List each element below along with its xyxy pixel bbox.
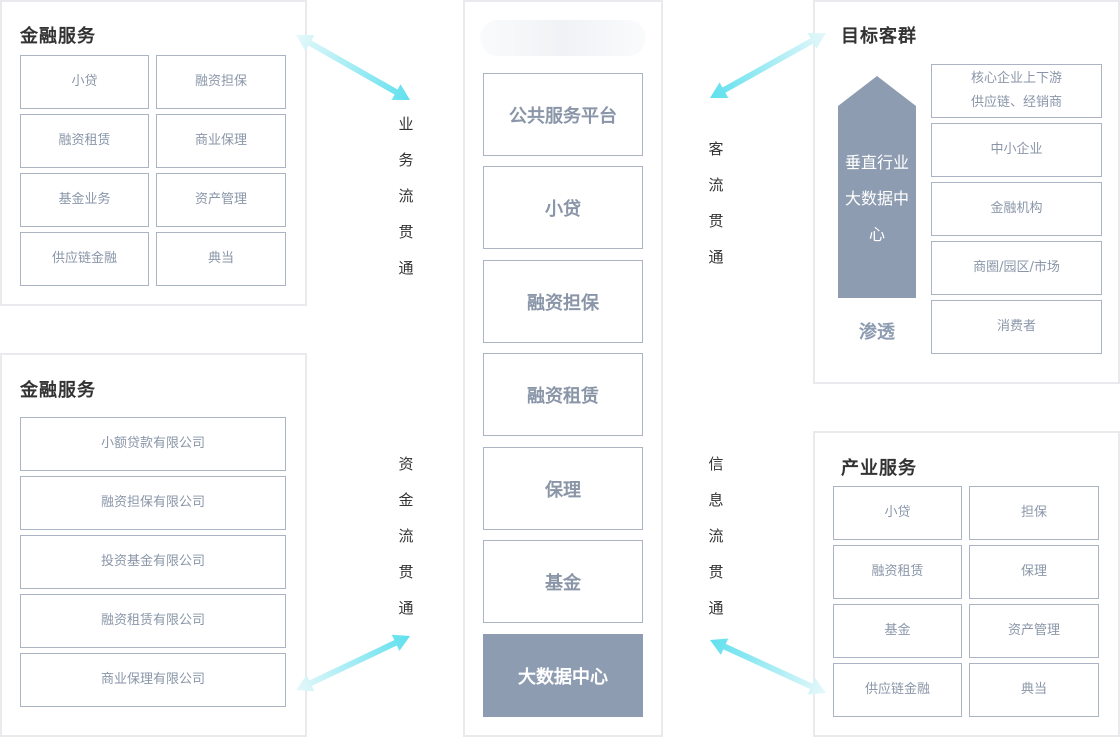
center-item: 融资租赁 <box>483 353 643 436</box>
center-item: 小贷 <box>483 166 643 249</box>
top-decoration <box>480 20 646 56</box>
center-item: 基金 <box>483 540 643 623</box>
target-customers-title: 目标客群 <box>841 26 917 47</box>
tower-shape <box>838 76 916 298</box>
industry-item: 典当 <box>969 663 1099 717</box>
info-flow-label: 信息流贯通 <box>708 455 724 617</box>
finance-bottom-item: 小额贷款有限公司 <box>20 417 286 471</box>
target-item: 商圈/园区/市场 <box>931 241 1102 295</box>
finance-services-title-top: 金融服务 <box>20 26 96 47</box>
finance-top-item: 商业保理 <box>156 114 286 168</box>
industry-services-title: 产业服务 <box>841 458 917 479</box>
finance-top-item: 典当 <box>156 232 286 286</box>
target-item: 消费者 <box>931 300 1102 354</box>
industry-item: 担保 <box>969 486 1099 540</box>
finance-bottom-item: 投资基金有限公司 <box>20 535 286 589</box>
penetrate-label: 渗透 <box>859 322 895 343</box>
finance-top-item: 资产管理 <box>156 173 286 227</box>
tower-label: 垂直行业大数据中心 <box>844 153 909 244</box>
double-arrow-icon <box>296 35 410 100</box>
target-item: 核心企业上下游 供应链、经销商 <box>931 64 1102 118</box>
industry-item: 基金 <box>833 604 962 658</box>
center-item: 公共服务平台 <box>483 73 643 156</box>
target-item-line: 核心企业上下游 <box>970 71 1062 86</box>
target-item: 中小企业 <box>931 123 1102 177</box>
finance-bottom-item: 商业保理有限公司 <box>20 653 286 707</box>
double-arrow-icon <box>710 638 826 695</box>
center-item: 融资担保 <box>483 260 643 343</box>
finance-top-item: 基金业务 <box>20 173 149 227</box>
capital-flow-label: 资金流贯通 <box>398 455 414 617</box>
industry-item: 融资租赁 <box>833 545 962 599</box>
customer-flow-label: 客流贯通 <box>708 140 724 266</box>
target-item-line: 供应链、经销商 <box>970 95 1062 110</box>
center-bigdata: 大数据中心 <box>483 634 643 717</box>
finance-bottom-item: 融资租赁有限公司 <box>20 594 286 648</box>
finance-services-title-bottom: 金融服务 <box>20 380 96 401</box>
finance-top-item: 小贷 <box>20 55 149 109</box>
business-flow-label: 业务流贯通 <box>398 115 414 277</box>
industry-item: 保理 <box>969 545 1099 599</box>
finance-top-item: 供应链金融 <box>20 232 149 286</box>
finance-top-item: 融资担保 <box>156 55 286 109</box>
industry-item: 小贷 <box>833 486 962 540</box>
finance-top-item: 融资租赁 <box>20 114 149 168</box>
finance-bottom-item: 融资担保有限公司 <box>20 476 286 530</box>
target-item: 金融机构 <box>931 182 1102 236</box>
industry-item: 资产管理 <box>969 604 1099 658</box>
double-arrow-icon <box>710 32 826 99</box>
double-arrow-icon <box>296 634 410 692</box>
center-item: 保理 <box>483 447 643 530</box>
industry-item: 供应链金融 <box>833 663 962 717</box>
